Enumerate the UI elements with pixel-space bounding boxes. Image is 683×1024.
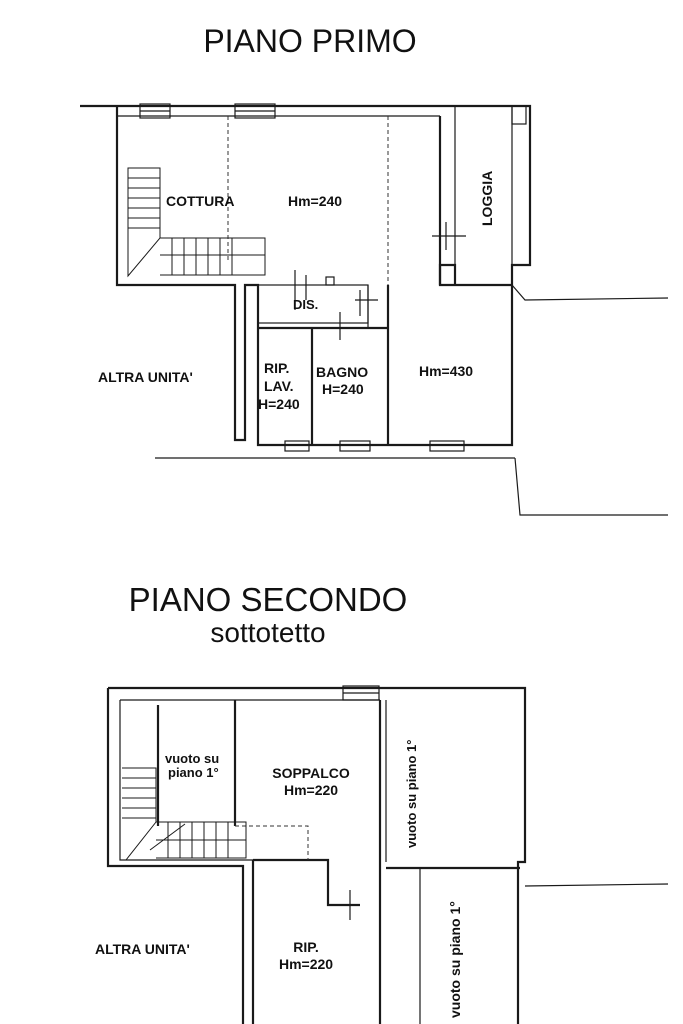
first-floor-plan — [80, 103, 669, 516]
room-label-dis: DIS. — [293, 297, 318, 312]
room-label-vuoto-right-upper: vuoto su piano 1° — [404, 740, 419, 848]
room-label-loggia: LOGGIA — [479, 171, 495, 226]
room-label-vuoto-left-2: piano 1° — [168, 765, 219, 780]
room-label-rip-height: Hm=220 — [279, 956, 333, 972]
room-label-bagno: BAGNO — [316, 364, 368, 380]
room-label-rip-lav-3: H=240 — [258, 396, 300, 412]
room-label-living-height: Hm=240 — [288, 193, 342, 209]
room-label-rip-lav-2: LAV. — [264, 378, 294, 394]
second-floor-outer-wall — [106, 686, 527, 1024]
room-label-cottura: COTTURA — [166, 193, 234, 209]
room-label-bagno-height: H=240 — [322, 381, 364, 397]
second-floor-subtitle: sottotetto — [210, 617, 325, 648]
second-floor-stairs — [122, 767, 247, 861]
room-label-vuoto-right-lower: vuoto su piano 1° — [447, 901, 463, 1018]
first-floor-outer-wall — [80, 104, 532, 447]
label-altra-unita-second: ALTRA UNITA' — [95, 941, 190, 957]
first-floor-title: PIANO PRIMO — [203, 23, 416, 59]
room-label-rip-lav-1: RIP. — [264, 360, 289, 376]
first-floor-stairs — [127, 167, 266, 278]
label-altra-unita-first: ALTRA UNITA' — [98, 369, 193, 385]
room-label-vuoto-left-1: vuoto su — [165, 751, 219, 766]
room-label-rip: RIP. — [293, 939, 318, 955]
room-label-soppalco: SOPPALCO — [272, 765, 350, 781]
second-floor-title: PIANO SECONDO — [129, 581, 408, 618]
second-floor-plan — [106, 685, 669, 1024]
room-label-soppalco-height: Hm=220 — [284, 782, 338, 798]
room-label-bedroom-height: Hm=430 — [419, 363, 473, 379]
